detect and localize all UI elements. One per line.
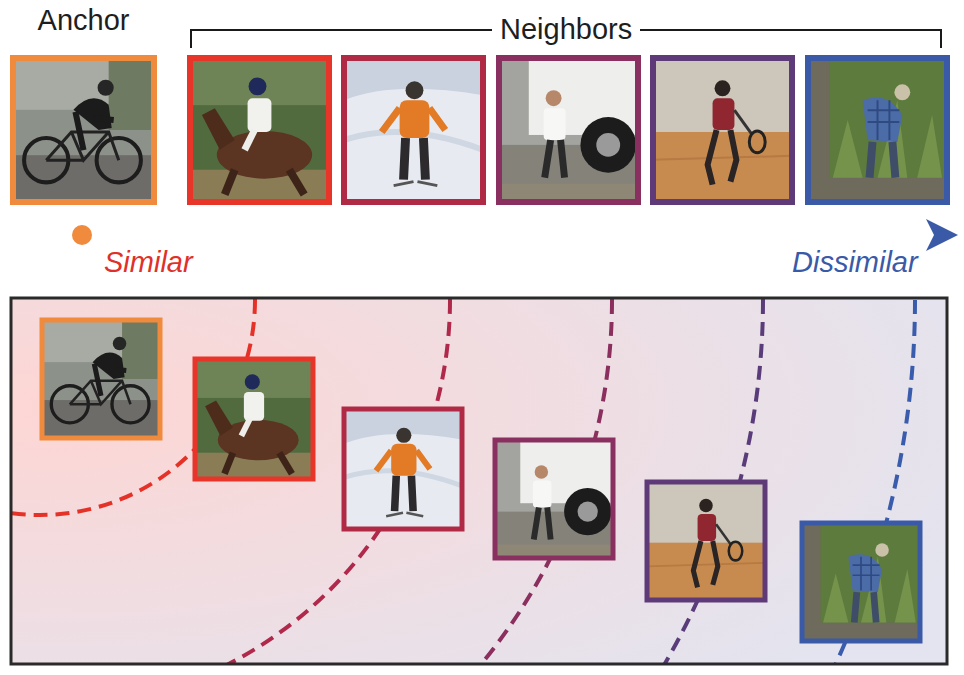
heading-text: Anchor [10,2,157,38]
anchor-photo [13,58,154,202]
embedded-photos [42,320,920,641]
group-label: Neighbors [492,12,640,47]
axis-label: Similar [104,245,193,280]
anchor-node: Anchor [10,2,157,38]
axis-label: Dissimilar [792,245,918,280]
neighbor-photos [190,58,947,202]
